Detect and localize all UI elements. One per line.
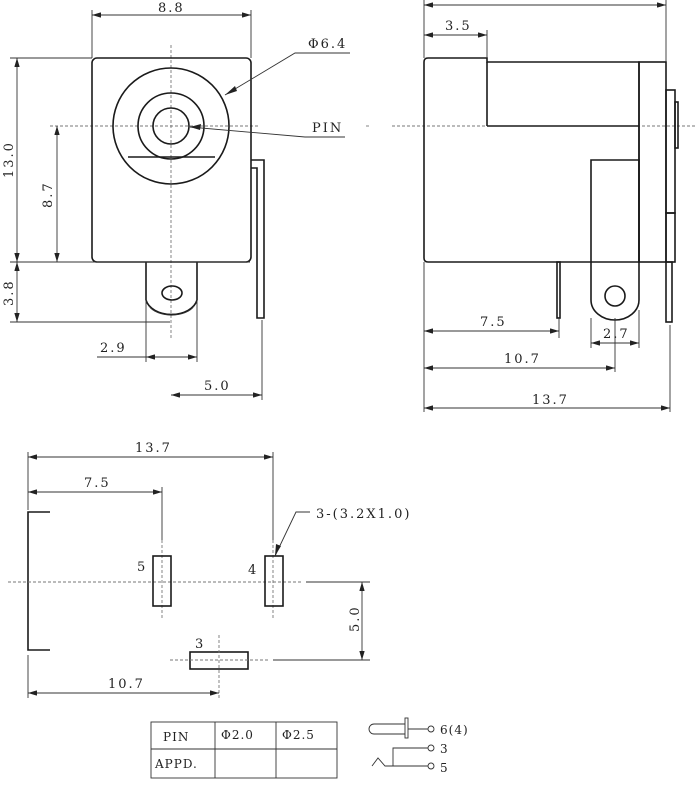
pad-3-label: 3 (195, 637, 205, 652)
dim-13-7-side: 13.7 (532, 393, 569, 408)
table-header-pin: PIN (163, 730, 189, 744)
dim-7-5-side: 7.5 (480, 315, 507, 330)
table-header-2-5: Φ2.5 (282, 728, 315, 742)
dim-13-7-footprint: 13.7 (135, 441, 172, 456)
dim-3-5: 3.5 (445, 19, 472, 34)
table-row-appd: APPD. (154, 757, 198, 771)
slot-note: 3-(3.2X1.0) (316, 507, 411, 522)
pad-5-label: 5 (137, 560, 147, 575)
table-header-2-0: Φ2.0 (221, 728, 254, 742)
jack-opening (112, 67, 230, 185)
jack-body-side (423, 57, 640, 263)
side-pin (251, 159, 265, 319)
dim-10-7-side: 10.7 (504, 352, 541, 367)
schematic-symbol: 6(4) 3 5 (368, 717, 469, 775)
jack-body-front (91, 57, 252, 263)
pin-label: PIN (312, 121, 343, 136)
dim-diameter-6-4: Φ6.4 (308, 37, 347, 52)
front-view: 8.8 Φ6.4 PIN 13.0 8.7 3.8 2.9 5.0 (2, 1, 350, 400)
dim-8-7: 8.7 (41, 181, 56, 208)
dim-8-8: 8.8 (158, 1, 185, 16)
pin-table: PIN Φ2.0 Φ2.5 APPD. (150, 721, 338, 779)
dim-10-7-footprint: 10.7 (108, 677, 145, 692)
side-view: 3.5 7.5 2.7 10.7 13.7 (366, 0, 697, 412)
pad-4-label: 4 (248, 563, 258, 578)
center-pin (152, 107, 190, 145)
dim-5-0-footprint: 5.0 (348, 605, 363, 632)
pcb-footprint: 13.7 7.5 5 4 3-(3.2X1.0) 3 5.0 10.7 (8, 441, 411, 698)
dim-2-7: 2.7 (603, 327, 630, 342)
bottom-tab (145, 262, 198, 316)
dim-13-0: 13.0 (2, 141, 17, 178)
schematic-label-5: 5 (440, 761, 449, 775)
pad-5 (152, 555, 172, 607)
schematic-label-3: 3 (440, 742, 449, 756)
dim-5-0: 5.0 (204, 379, 231, 394)
dim-2-9: 2.9 (100, 341, 127, 356)
pad-4 (264, 555, 284, 607)
dim-3-8: 3.8 (2, 279, 17, 306)
schematic-label-6-4: 6(4) (440, 723, 469, 737)
body-outline (27, 511, 50, 651)
dim-7-5-footprint: 7.5 (84, 476, 111, 491)
side-tab (590, 159, 640, 321)
